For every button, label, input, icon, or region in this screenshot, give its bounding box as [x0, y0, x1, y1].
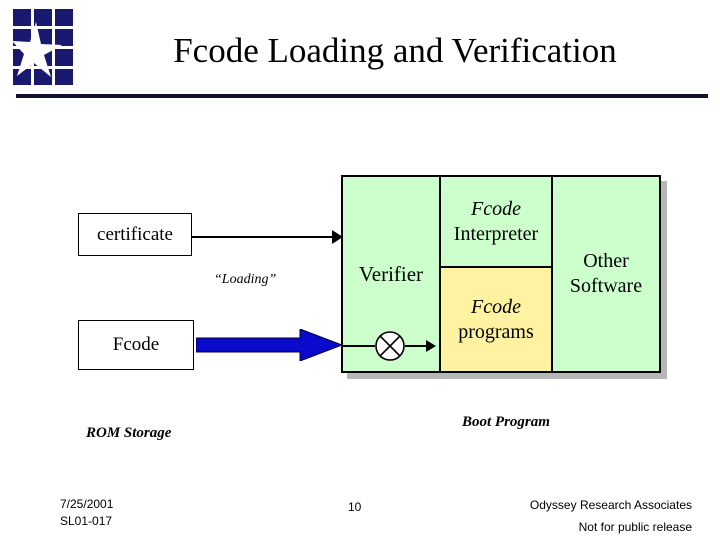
page-title: Fcode Loading and Verification	[173, 31, 617, 70]
loading-caption: “Loading”	[214, 272, 277, 287]
verifier-block[interactable]: Verifier	[343, 177, 439, 371]
fcode-interpreter-line1: Fcode	[471, 197, 521, 220]
footer-date: 7/25/2001	[60, 497, 114, 511]
footer-organization: Odyssey Research Associates	[529, 498, 692, 512]
footer-left: 7/25/2001 SL01-017	[60, 496, 113, 530]
loading-blue-block-arrow-icon	[195, 328, 344, 362]
other-software-block[interactable]: Other Software	[553, 177, 659, 371]
certificate-arrow-shaft-icon	[192, 236, 340, 238]
certificate-box-label: certificate	[97, 223, 173, 245]
circle-x-gate-icon	[374, 330, 406, 362]
fcode-programs-line2: programs	[458, 320, 534, 343]
certificate-arrow-head-icon	[332, 230, 343, 244]
rom-storage-caption: ROM Storage	[86, 425, 172, 441]
fcode-column: Fcode Interpreter Fcode programs	[439, 177, 553, 371]
verifier-label: Verifier	[358, 261, 424, 286]
boot-program-caption: Boot Program	[462, 414, 550, 430]
gate-shaft-left-icon	[343, 345, 375, 347]
certificate-box[interactable]: certificate	[78, 213, 192, 256]
fcode-box[interactable]: Fcode	[78, 320, 194, 370]
fcode-interpreter-line2: Interpreter	[453, 222, 539, 245]
gate-arrow-head-icon	[426, 340, 436, 352]
footer-doc-id: SL01-017	[60, 514, 113, 528]
other-software-line2: Software	[569, 275, 643, 297]
title-divider	[16, 94, 708, 98]
fcode-interpreter-block[interactable]: Fcode Interpreter	[441, 177, 551, 268]
footer-page-number: 10	[348, 500, 362, 514]
fcode-programs-line1: Fcode	[471, 295, 521, 318]
fcode-box-label: Fcode	[112, 334, 160, 355]
footer-notice: Not for public release	[578, 520, 692, 534]
gate-shaft-right-icon	[405, 345, 431, 347]
fcode-programs-block[interactable]: Fcode programs	[441, 268, 551, 371]
other-software-line1: Other	[583, 250, 629, 272]
odyssey-star-grid-logo-icon	[12, 8, 78, 86]
